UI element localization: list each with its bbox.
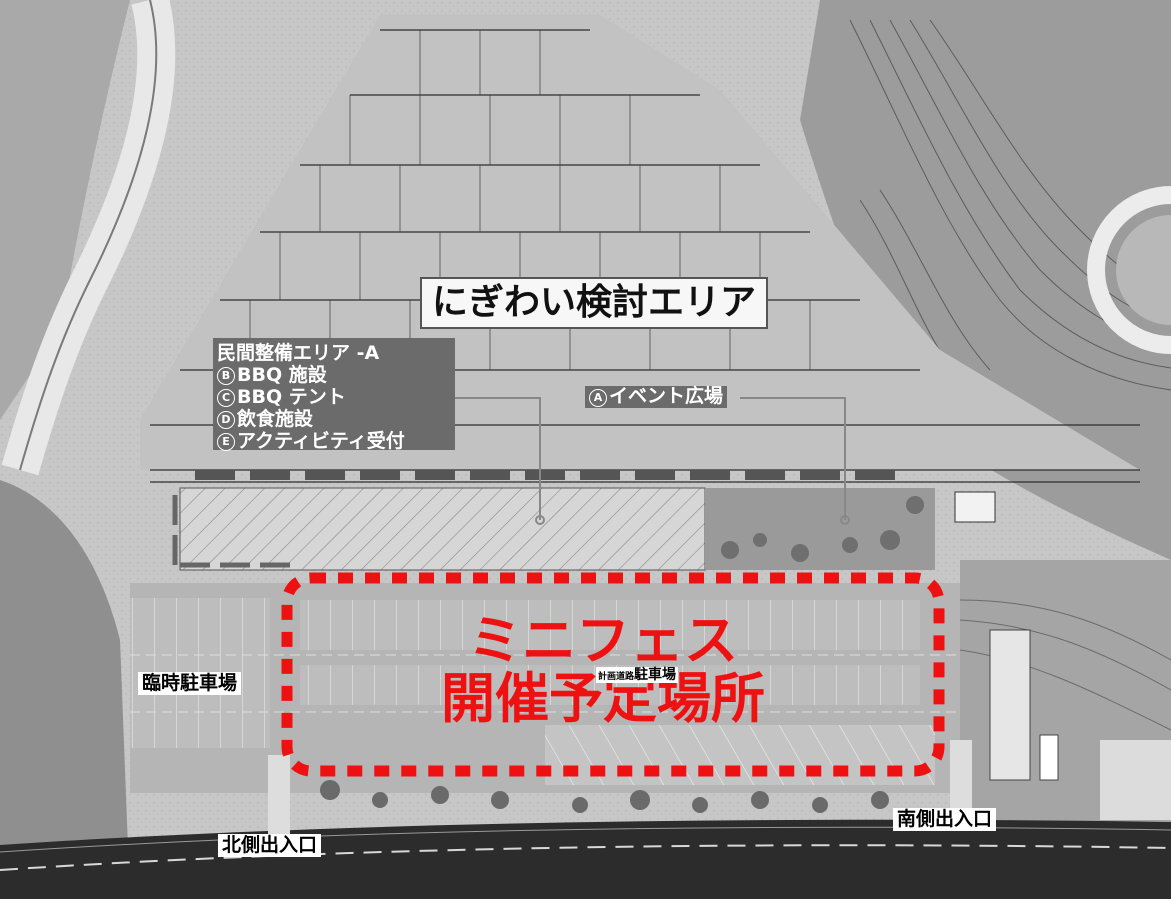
parking-sub-label: 計画道路 bbox=[598, 672, 635, 682]
circled-letter-icon: B bbox=[217, 367, 235, 385]
temp-parking-label: 臨時駐車場 bbox=[138, 672, 242, 695]
circled-letter-icon: D bbox=[217, 411, 235, 429]
nigiwai-area-title: にぎわい検討エリア bbox=[420, 277, 769, 329]
legend-item-label: BBQ テント bbox=[237, 386, 346, 408]
circled-letter-icon: E bbox=[217, 433, 235, 451]
mini-fes-line1: ミニフェス bbox=[468, 609, 738, 672]
private-area-title: 民間整備エリア -A bbox=[217, 342, 380, 364]
legend-item-label: アクティビティ受付 bbox=[237, 430, 405, 452]
legend-item-label: BBQ 施設 bbox=[237, 364, 327, 386]
north-entrance-label: 北側出入口 bbox=[218, 834, 322, 857]
event-plaza-text: イベント広場 bbox=[609, 385, 724, 407]
south-entrance-label: 南側出入口 bbox=[893, 808, 997, 831]
mini-fes-zone-outline bbox=[281, 572, 945, 777]
circled-letter-icon: A bbox=[589, 389, 607, 407]
legend-item-label: 飲食施設 bbox=[237, 408, 314, 430]
parking-label: 計画道路駐車場 bbox=[596, 667, 679, 683]
circled-letter-icon: C bbox=[217, 389, 235, 407]
mini-fes-label: ミニフェス 開催予定場所 bbox=[428, 612, 778, 728]
parking-label-text: 駐車場 bbox=[634, 667, 677, 683]
